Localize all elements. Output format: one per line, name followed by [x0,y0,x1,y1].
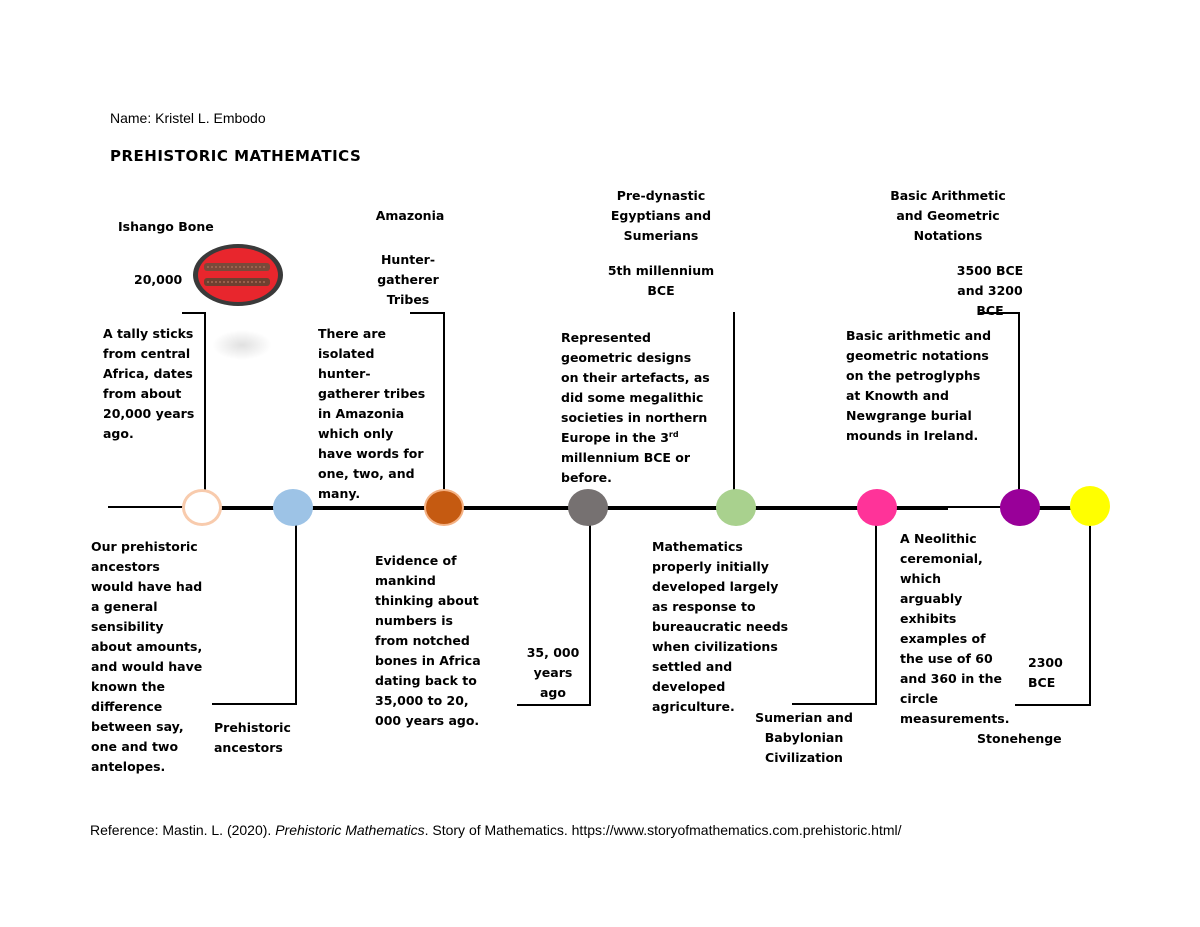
egypt-date: 5th millennium BCE [607,263,715,298]
sumerian-title: Sumerian and Babylonian Civilization [755,710,853,765]
student-name: Name: Kristel L. Embodo [110,110,266,126]
marker-africa [568,489,608,526]
marker-egypt [716,489,756,526]
marker-prehistoric [273,489,313,526]
ishango-title: Ishango Bone [118,219,214,234]
egypt-title: Pre-dynastic Egyptians and Sumerians [610,188,712,243]
arith-title: Basic Arithmetic and Geometric Notations [890,188,1006,243]
africa-date: 35, 000 years ago [526,645,580,700]
stonehenge-title: Stonehenge [977,731,1062,746]
amazonia-title: Amazonia [375,208,445,223]
sumerian-desc: Mathematics properly initially developed… [652,539,789,714]
amazonia-subtitle: Hunter-gatherer Tribes [377,252,439,307]
egypt-desc: Represented geometric designs on their a… [561,330,710,485]
marker-arith [1000,489,1040,526]
africa-desc: Evidence of mankind thinking about numbe… [375,553,481,728]
prehistoric-desc: Our prehistoric ancestors would have had… [91,539,203,774]
marker-amazonia [424,489,464,526]
image-shadow [212,330,272,360]
page-title: PREHISTORIC MATHEMATICS [110,147,362,165]
arith-desc: Basic arithmetic and geometric notations… [846,328,992,443]
arith-date: 3500 BCE and 3200 BCE [956,263,1024,318]
amazonia-desc: There are isolated hunter-gatherer tribe… [318,326,426,501]
marker-sumerian [857,489,897,526]
stonehenge-desc: A Neolithic ceremonial, which arguably e… [900,531,1010,726]
marker-stonehenge [1070,486,1110,526]
marker-ishango [182,489,222,526]
stonehenge-date: 2300 BCE [1028,655,1063,690]
ishango-bone-image [192,243,284,307]
prehistoric-title: Prehistoric ancestors [214,720,291,755]
reference: Reference: Mastin. L. (2020). Prehistori… [90,822,902,838]
ishango-desc: A tally sticks from central Africa, date… [103,326,195,441]
ishango-date: 20,000 [134,272,183,287]
